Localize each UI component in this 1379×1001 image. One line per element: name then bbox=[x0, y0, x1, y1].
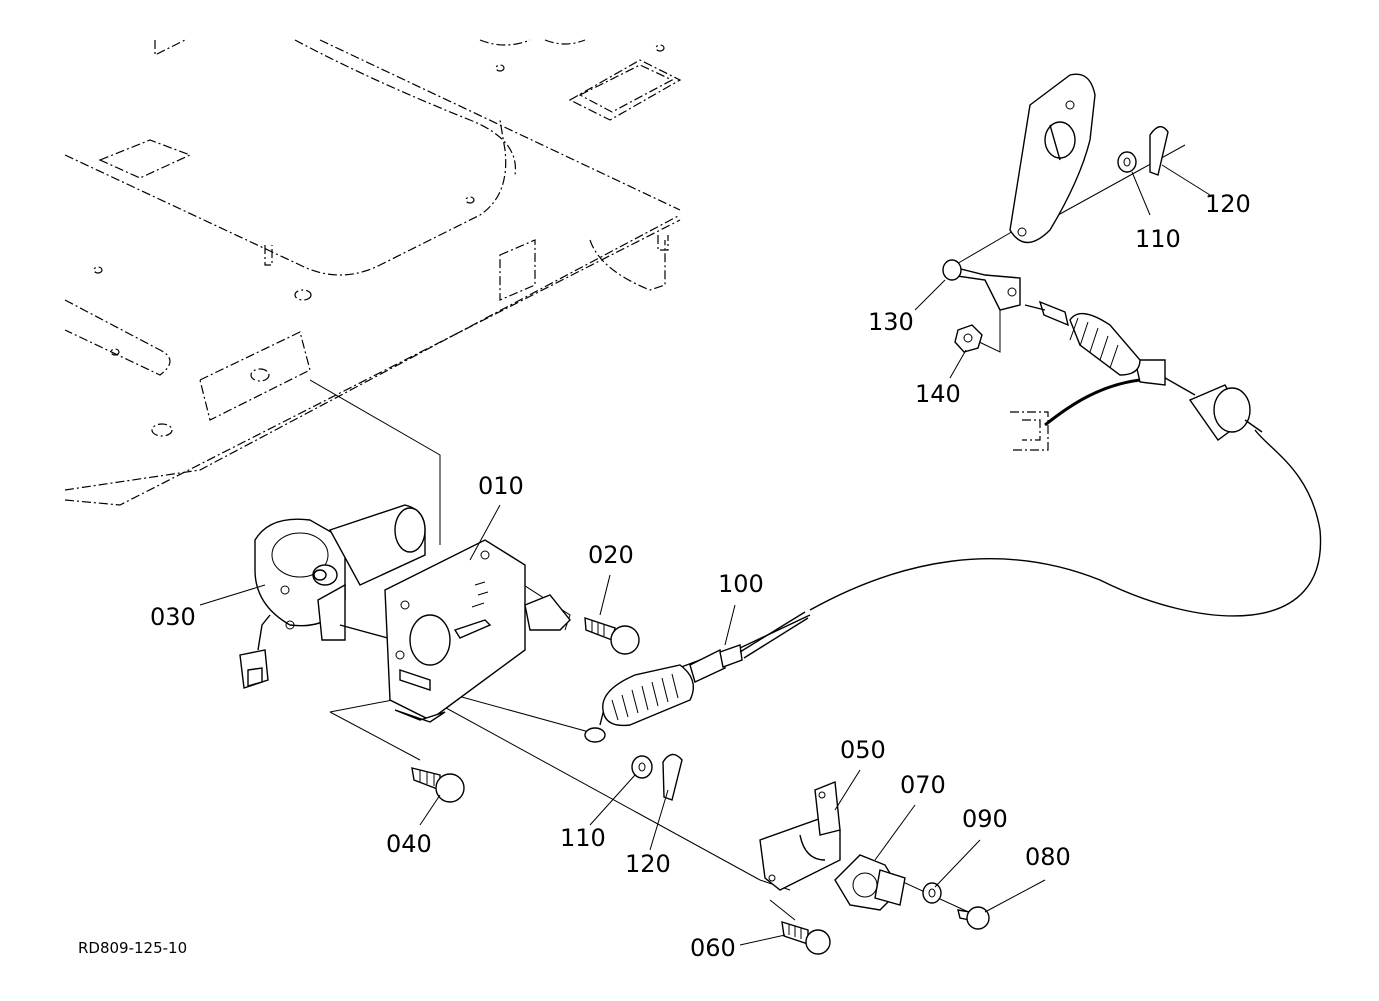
label-090: 090 bbox=[962, 805, 1008, 833]
label-110-upper: 110 bbox=[1135, 225, 1181, 253]
label-110-lower: 110 bbox=[560, 824, 606, 852]
label-030: 030 bbox=[150, 603, 196, 631]
part-labels: 010 020 030 040 050 060 070 080 090 100 … bbox=[78, 190, 1251, 962]
washer-110-lower bbox=[631, 755, 653, 779]
washer-110-upper bbox=[1117, 151, 1137, 173]
label-060: 060 bbox=[690, 934, 736, 962]
actuator-motor bbox=[239, 504, 426, 689]
label-010: 010 bbox=[478, 472, 524, 500]
label-120-upper: 120 bbox=[1205, 190, 1251, 218]
clevis-bracket-130 bbox=[942, 259, 1021, 311]
nut-140 bbox=[954, 324, 983, 353]
label-070: 070 bbox=[900, 771, 946, 799]
label-020: 020 bbox=[588, 541, 634, 569]
label-040: 040 bbox=[386, 830, 432, 858]
bracket-plate bbox=[384, 539, 571, 723]
label-140: 140 bbox=[915, 380, 961, 408]
throttle-cable bbox=[584, 300, 1322, 743]
connector-outline bbox=[1010, 411, 1049, 451]
bracket-050 bbox=[759, 781, 841, 891]
bolt-060 bbox=[781, 921, 831, 955]
label-080: 080 bbox=[1025, 843, 1071, 871]
drawing-code: RD809-125-10 bbox=[78, 939, 187, 957]
label-050: 050 bbox=[840, 736, 886, 764]
screw-080 bbox=[957, 906, 990, 930]
cotter-pin-120-lower bbox=[662, 753, 683, 801]
sensor-070 bbox=[834, 854, 906, 911]
pedal-arm bbox=[1009, 73, 1096, 244]
bolt-020 bbox=[584, 617, 640, 655]
label-120-lower: 120 bbox=[625, 850, 671, 878]
leader-lines bbox=[309, 144, 1186, 921]
washer-090 bbox=[922, 882, 942, 904]
label-100: 100 bbox=[718, 570, 764, 598]
callout-leaders bbox=[199, 164, 1211, 946]
chassis-frame bbox=[64, 39, 682, 506]
bolt-040 bbox=[411, 767, 465, 803]
cotter-pin-120-upper bbox=[1149, 126, 1169, 176]
label-130: 130 bbox=[868, 308, 914, 336]
